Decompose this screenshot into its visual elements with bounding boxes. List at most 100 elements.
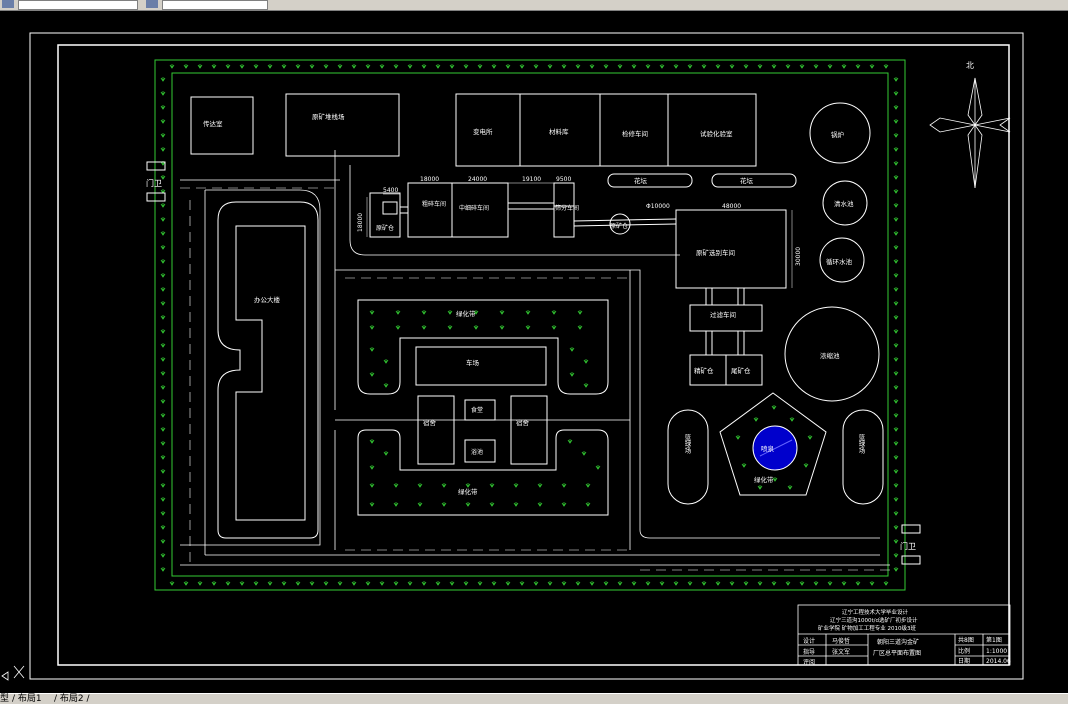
label-pentquan: 喷泉 <box>761 444 775 453</box>
building-nongsuo <box>784 306 880 402</box>
building-jingshui <box>822 180 868 226</box>
label-shiyan: 试验化验室 <box>700 129 733 138</box>
building-chuanda <box>190 96 254 155</box>
label-jingshui: 清水池 <box>834 199 854 208</box>
layout-tab-bar: 型 / 布局1 / 布局2 / <box>0 693 1068 704</box>
building-susu2 <box>510 395 548 465</box>
dim-d9: 30000 <box>795 247 802 266</box>
label-chuanda: 传达室 <box>203 119 223 128</box>
label-xunhuan: 循环水池 <box>826 257 853 266</box>
tb-header1: 辽宁工程技术大学毕业设计 <box>842 608 909 616</box>
label-cheku: 车场 <box>466 358 480 367</box>
toolbar <box>0 0 1068 11</box>
tb-name: 张文军 <box>832 648 850 656</box>
label-jianxiu: 检修车间 <box>622 129 648 138</box>
building-guolu <box>809 102 871 164</box>
label-jingkuang: 精矿仓 <box>694 366 714 375</box>
label-cailiao: 材料库 <box>549 127 569 136</box>
dim-d4: 19100 <box>522 176 541 183</box>
building-row-top <box>455 93 757 167</box>
building-yuchi <box>464 439 496 463</box>
tab-layout2[interactable]: / 布局2 / <box>54 694 90 704</box>
greenbelt-south <box>357 429 609 516</box>
dim-d3: 24000 <box>468 176 487 183</box>
dim-d8: 48000 <box>722 203 741 210</box>
building-office <box>235 225 306 521</box>
fence <box>154 59 906 591</box>
label-lanqiu2: 篮球场 <box>857 433 865 455</box>
dim-d2: 18000 <box>420 176 439 183</box>
label-zhuankuang: 原矿仓 <box>610 222 628 230</box>
gate-west <box>146 161 166 202</box>
tab-layout1[interactable]: / 布局1 <box>12 694 42 704</box>
tb-header2: 辽宁三道沟1000t/d选矿厂初步设计 <box>830 616 918 624</box>
building-zhuankuang <box>609 213 631 235</box>
tb-drawing-title2: 厂区总平面布置图 <box>873 649 921 657</box>
flowerbed-1 <box>607 173 693 188</box>
greenbelt-grass <box>369 309 601 507</box>
label-yuankuang-cang: 原矿仓 <box>376 224 394 232</box>
building-pentquan-area <box>719 392 827 496</box>
building-lanqiu1 <box>667 409 709 505</box>
tb-header3: 矿业学院 矿物加工工程专业 2010级3班 <box>818 624 916 632</box>
label-office: 办公大楼 <box>254 295 281 304</box>
building-xunhuan <box>819 237 865 283</box>
tb-role: 指导 <box>803 648 815 656</box>
roads <box>180 150 890 566</box>
label-cusui: 粗碎车间 <box>422 200 446 208</box>
label-weikuang: 尾矿仓 <box>731 366 751 375</box>
title-block <box>797 604 1011 666</box>
label-huatan-1: 花坛 <box>634 176 648 185</box>
layer-dropdown[interactable] <box>18 0 138 10</box>
style-icon[interactable] <box>146 0 158 8</box>
label-guolv: 过滤车间 <box>710 310 736 319</box>
label-xuanbie: 原矿选别车间 <box>696 248 735 257</box>
tb-drawing-title1: 朝阳三道沟金矿 <box>877 638 919 646</box>
building-susu1 <box>417 395 455 465</box>
inner-frame <box>57 44 1010 666</box>
dim-d6: 18000 <box>357 213 364 232</box>
building-yuankuang-cang <box>369 192 401 238</box>
label-susu2: 宿舍 <box>516 418 530 427</box>
dim-d5: 9500 <box>556 176 571 183</box>
gate-label-west: 门卫 <box>146 178 162 188</box>
tb-date-value: 2014.06 <box>986 658 1011 665</box>
style-dropdown[interactable] <box>162 0 268 10</box>
label-shaifen: 筛分车间 <box>555 204 579 212</box>
label-greenbelt-north: 绿化带 <box>456 309 476 318</box>
building-guolv <box>689 304 763 332</box>
label-guolu: 锅炉 <box>831 130 845 139</box>
tb-sheet-no: 第1图 <box>986 636 1002 644</box>
dimension-lines <box>366 182 793 288</box>
label-yuankuang-dui: 原矿堆栈场 <box>312 112 345 121</box>
label-huatan-2: 花坛 <box>740 176 754 185</box>
tab-model[interactable]: 型 <box>0 694 10 704</box>
drawing-canvas[interactable]: 门卫 门卫 传达室 原矿堆栈场 变电所 材料库 <box>0 10 1068 693</box>
label-biandian: 变电所 <box>473 127 493 136</box>
label-susu1: 宿舍 <box>423 418 437 427</box>
label-yuchi: 浴池 <box>471 448 483 456</box>
label-lanqiu1: 篮球场 <box>683 433 691 455</box>
layer-icon[interactable] <box>2 0 14 8</box>
gate-label-east: 门卫 <box>900 541 916 551</box>
label-greenbelt-pent: 绿化带 <box>754 475 774 484</box>
tb-name: 马俊哲 <box>832 637 850 645</box>
ucs-icon <box>1 665 25 681</box>
tb-date-label: 日期 <box>958 657 970 665</box>
building-cusui <box>407 182 453 238</box>
flowerbed-2 <box>711 173 797 188</box>
tb-role: 评阅 <box>803 658 815 666</box>
building-cheku <box>415 346 547 386</box>
north-label: 北 <box>966 61 974 70</box>
label-shitang: 食堂 <box>471 406 483 414</box>
dim-d7: Φ10000 <box>646 203 670 210</box>
roads-dashed <box>180 187 890 571</box>
building-shitang <box>464 399 496 421</box>
label-zhongxi: 中细碎车间 <box>459 204 489 212</box>
outer-frame <box>29 32 1024 680</box>
office-outline <box>217 201 319 539</box>
greenbelt-north <box>357 299 609 395</box>
north-arrow <box>929 77 1011 189</box>
dim-d1: 5400 <box>383 187 398 194</box>
building-lanqiu2 <box>842 409 884 505</box>
